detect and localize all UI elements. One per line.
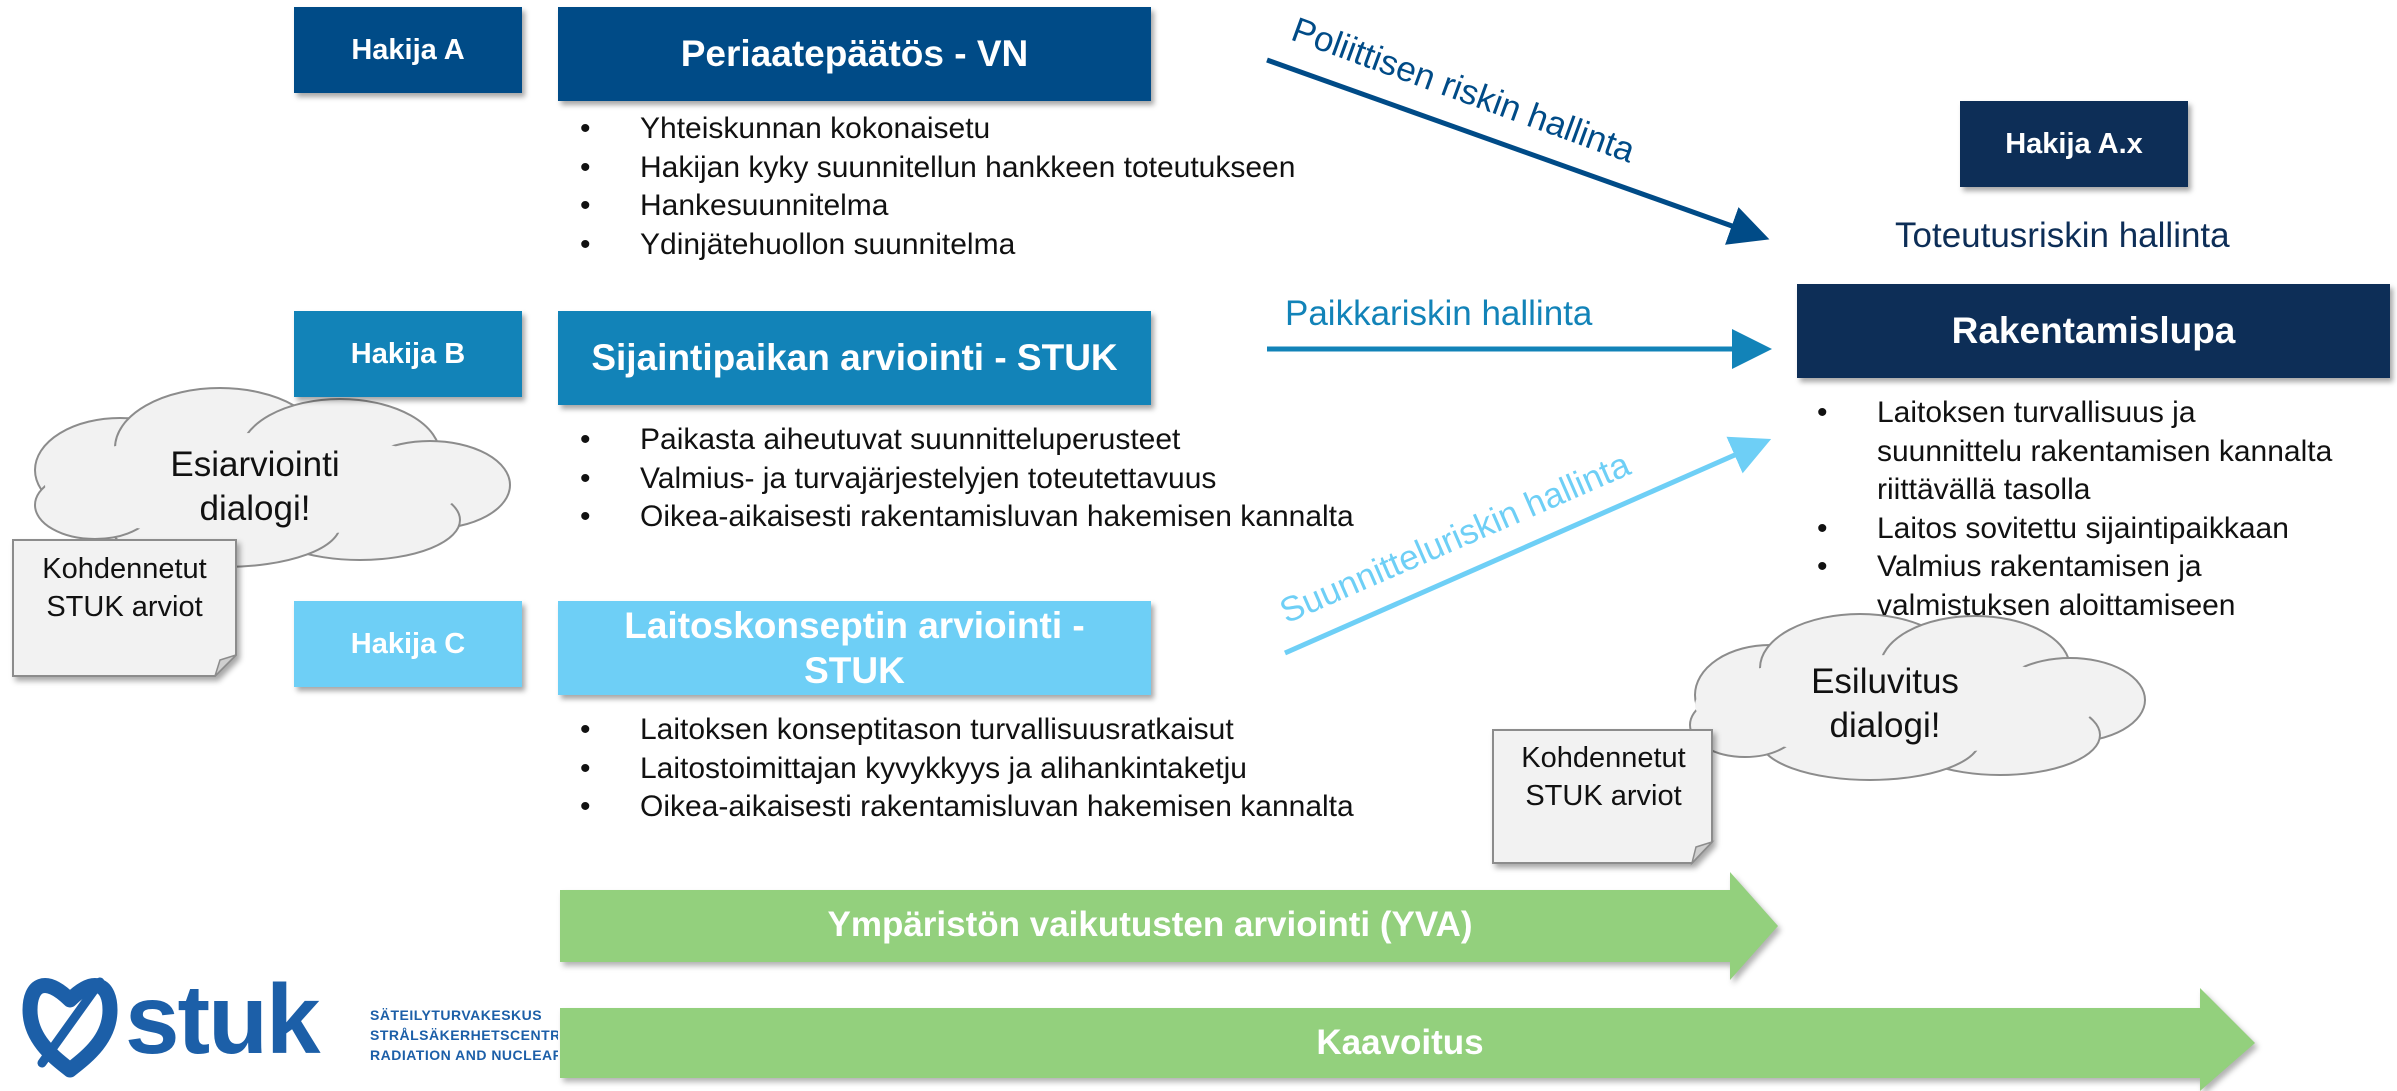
list-item: Laitos sovitettu sijaintipaikkaan	[1797, 510, 2332, 549]
note-left: Kohdennetut STUK arviot	[18, 551, 231, 626]
note-left-line1: Kohdennetut	[42, 553, 207, 585]
list-item: Yhteiskunnan kokonaisetu	[560, 110, 1295, 149]
principle-decision-title: Periaatepäätös - VN	[558, 7, 1151, 101]
list-item: Laitoksen konseptitason turvallisuusratk…	[560, 711, 1354, 750]
list-item: Oikea-aikaisesti rakentamisluvan hakemis…	[560, 498, 1354, 537]
construction-permit-title: Rakentamislupa	[1797, 284, 2390, 378]
plant-concept-title: Laitoskonseptin arviointi - STUK	[558, 601, 1151, 695]
bubble-right-line1: Esiluvitus	[1811, 662, 1959, 701]
bubble-left: Esiarviointi dialogi!	[130, 443, 380, 531]
plant-concept-bullets: Laitoksen konseptitason turvallisuusratk…	[560, 711, 1354, 827]
stuk-tagline-line3: RADIATION AND NUCLEAR SAFETY AUTHORITY	[370, 1047, 558, 1063]
principle-decision-bullets: Yhteiskunnan kokonaisetu Hakijan kyky su…	[560, 110, 1295, 264]
yva-label: Ympäristön vaikutusten arviointi (YVA)	[827, 905, 1473, 944]
list-item: Oikea-aikaisesti rakentamisluvan hakemis…	[560, 788, 1354, 827]
bubble-left-line1: Esiarviointi	[170, 445, 340, 484]
list-item-line: Laitoksen turvallisuus ja	[1877, 396, 2196, 429]
note-right: Kohdennetut STUK arviot	[1497, 740, 1710, 815]
construction-permit-bullets: Laitoksen turvallisuus ja suunnittelu ra…	[1797, 394, 2332, 625]
note-right-line1: Kohdennetut	[1521, 742, 1686, 774]
list-item: Laitoksen turvallisuus ja suunnittelu ra…	[1797, 394, 2332, 510]
applicant-c-tag: Hakija C	[294, 601, 522, 687]
note-left-line2: STUK arviot	[46, 590, 203, 623]
list-item-line: valmistuksen aloittamiseen	[1877, 588, 2236, 622]
list-item: Valmius rakentamisen ja valmistuksen alo…	[1797, 548, 2332, 625]
kaavoitus-arrow	[560, 988, 2255, 1091]
stuk-tagline: SÄTEILYTURVAKESKUS STRÅLSÄKERHETSCENTRAL…	[370, 1005, 558, 1065]
list-item: Ydinjätehuollon suunnitelma	[560, 226, 1295, 265]
note-right-paper	[1492, 729, 1715, 866]
list-item-line: Laitos sovitettu sijaintipaikkaan	[1877, 511, 2289, 545]
yva-arrow	[560, 872, 1778, 980]
list-item-line: suunnittelu rakentamisen kannalta	[1877, 434, 2333, 468]
bubble-right-line2: dialogi!	[1829, 705, 1941, 745]
list-item: Hakijan kyky suunnitellun hankkeen toteu…	[560, 149, 1295, 188]
stuk-wordmark: stuk	[125, 964, 321, 1074]
bubble-right: Esiluvitus dialogi!	[1760, 660, 2010, 748]
implementation-risk-label: Toteutusriskin hallinta	[1895, 216, 2230, 255]
list-item: Valmius- ja turvajärjestelyjen toteutett…	[560, 460, 1354, 499]
note-right-line2: STUK arviot	[1525, 779, 1682, 812]
site-assessment-title: Sijaintipaikan arviointi - STUK	[558, 311, 1151, 405]
stuk-tagline-line1: SÄTEILYTURVAKESKUS	[370, 1007, 543, 1023]
stuk-tagline-line2: STRÅLSÄKERHETSCENTRALEN	[370, 1027, 558, 1043]
plant-concept-title-line2: STUK	[804, 650, 905, 691]
applicant-a-tag: Hakija A	[294, 7, 522, 93]
design-risk-arrow	[1283, 436, 1772, 656]
plant-concept-title-line1: Laitoskonseptin arviointi -	[624, 604, 1085, 646]
list-item: Laitostoimittajan kyvykkyys ja alihankin…	[560, 750, 1354, 789]
site-risk-label: Paikkariskin hallinta	[1285, 294, 1593, 333]
kaavoitus-label: Kaavoitus	[1316, 1023, 1484, 1062]
list-item-line: Valmius rakentamisen ja	[1877, 550, 2202, 583]
list-item: Hankesuunnitelma	[560, 187, 1295, 226]
note-left-paper	[12, 539, 237, 677]
site-assessment-bullets: Paikasta aiheutuvat suunnitteluperusteet…	[560, 421, 1354, 537]
political-risk-arrow	[1266, 57, 1770, 245]
applicant-b-tag: Hakija B	[294, 311, 522, 397]
bubble-left-line2: dialogi!	[199, 488, 311, 528]
applicant-ax-tag: Hakija A.x	[1960, 101, 2188, 187]
list-item: Paikasta aiheutuvat suunnitteluperusteet	[560, 421, 1354, 460]
list-item-line: riittävällä tasolla	[1877, 473, 2091, 506]
heart-shield-icon	[22, 978, 118, 1078]
